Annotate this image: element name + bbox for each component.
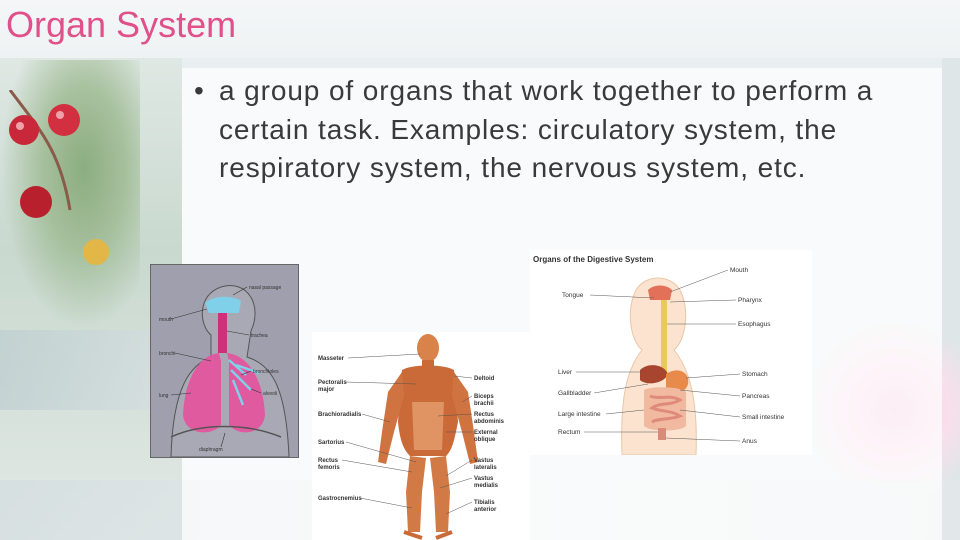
title-band bbox=[0, 0, 960, 58]
label-pharynx: Pharynx bbox=[738, 297, 763, 304]
label-biceps-2: brachii bbox=[474, 401, 494, 407]
label-deltoid: Deltoid bbox=[474, 376, 495, 382]
label-tongue: Tongue bbox=[562, 292, 584, 299]
label-diaphragm: diaphragm bbox=[199, 447, 223, 453]
label-gastrocnemius: Gastrocnemius bbox=[318, 496, 362, 502]
label-external-oblique-2: oblique bbox=[474, 437, 496, 443]
label-alveoli: alveoli bbox=[263, 391, 277, 397]
label-vastus-medialis-2: medialis bbox=[474, 483, 499, 489]
label-stomach: Stomach bbox=[742, 371, 768, 378]
label-esophagus: Esophagus bbox=[738, 321, 771, 328]
label-vastus-lateralis-2: lateralis bbox=[474, 465, 497, 471]
label-rectus-abdominis-2: abdominis bbox=[474, 419, 505, 425]
label-pectoralis: Pectoralis bbox=[318, 380, 347, 386]
label-anus: Anus bbox=[742, 438, 758, 445]
label-rectus-abdominis: Rectus bbox=[474, 412, 495, 418]
label-tibialis: Tibialis bbox=[474, 500, 495, 506]
label-nasal-passage: nasal passage bbox=[249, 285, 281, 291]
digestive-figure-title: Organs of the Digestive System bbox=[533, 255, 653, 264]
label-mouth: mouth bbox=[159, 317, 173, 323]
bullet-marker: • bbox=[194, 75, 205, 106]
label-vastus-medialis: Vastus bbox=[474, 476, 494, 482]
bullet-text: a group of organs that work together to … bbox=[219, 75, 874, 183]
muscular-system-image: Masseter Pectoralis major Brachioradiali… bbox=[312, 332, 530, 540]
label-brachioradialis: Brachioradialis bbox=[318, 412, 362, 418]
slide-title: Organ System bbox=[6, 4, 237, 45]
label-sartorius: Sartorius bbox=[318, 440, 345, 446]
label-biceps: Biceps bbox=[474, 394, 494, 400]
label-lung: lung bbox=[159, 393, 169, 399]
label-bronchioles: bronchioles bbox=[253, 369, 279, 375]
label-liver: Liver bbox=[558, 369, 573, 376]
bullet-point: • a group of organs that work together t… bbox=[194, 72, 924, 188]
respiratory-system-image: nasal passage mouth trachea bronchi bron… bbox=[150, 264, 299, 458]
berries-decoration bbox=[8, 90, 109, 265]
digestive-system-image: Organs of the Digestive System Mouth Ton… bbox=[530, 250, 812, 455]
label-pectoralis-2: major bbox=[318, 387, 335, 393]
label-small-intestine: Small intestine bbox=[742, 414, 785, 421]
label-trachea: trachea bbox=[251, 333, 268, 339]
label-rectus-femoris-2: femoris bbox=[318, 465, 340, 471]
label-masseter: Masseter bbox=[318, 356, 345, 362]
label-rectus-femoris: Rectus bbox=[318, 458, 339, 464]
label-vastus-lateralis: Vastus bbox=[474, 458, 494, 464]
label-tibialis-2: anterior bbox=[474, 507, 497, 513]
label-pancreas: Pancreas bbox=[742, 393, 770, 400]
label-bronchi: bronchi bbox=[159, 351, 175, 357]
label-mouth: Mouth bbox=[730, 267, 748, 274]
label-external-oblique: External bbox=[474, 430, 498, 436]
label-large-intestine: Large intestine bbox=[558, 411, 601, 418]
label-rectum: Rectum bbox=[558, 429, 580, 436]
label-gallbladder: Gallbladder bbox=[558, 390, 592, 397]
